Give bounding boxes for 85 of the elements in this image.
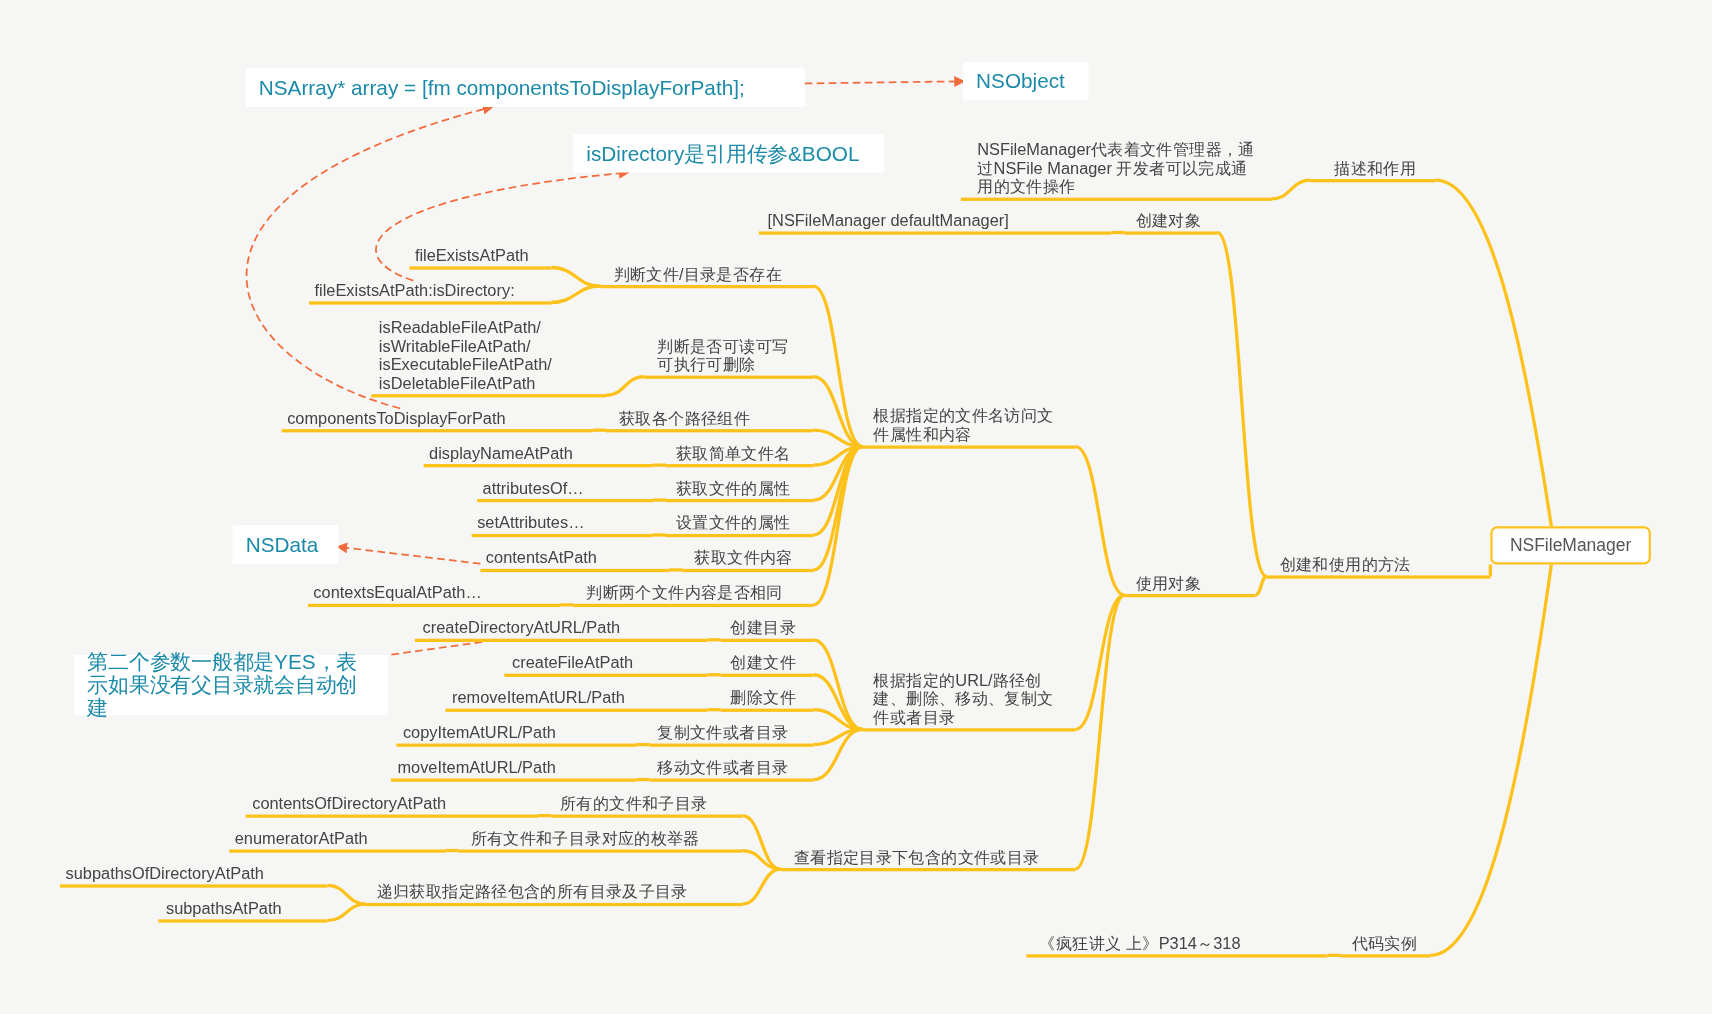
branch-label: subpathsAtPath: [158, 898, 328, 923]
callout-box: NSData: [232, 525, 339, 565]
branch-label: attributesOf…: [477, 477, 653, 502]
branch-label: fileExistsAtPath: [409, 245, 552, 270]
branch-label: 判断是否可读可写可执行可删除: [644, 335, 814, 379]
branch-label: 获取简单文件名: [666, 442, 814, 467]
branch-line: [636, 743, 650, 747]
branch-label: setAttributes…: [471, 512, 653, 537]
branch-line: [812, 284, 864, 448]
branch-line: [652, 533, 666, 537]
branch-line: [707, 708, 721, 712]
branch-label: 创建和使用的方法: [1266, 554, 1491, 579]
branch-line: [1074, 593, 1126, 871]
branch-label: 获取各个路径组件: [605, 407, 814, 432]
branch-label: 移动文件或者目录: [649, 757, 814, 782]
branch-label: 根据指定的URL/路径创建、删除、移动、复制文件或者目录: [862, 669, 1076, 731]
branch-label: 描述和作用: [1310, 157, 1436, 182]
branch-line: [327, 883, 366, 906]
branch-label: 设置文件的属性: [666, 512, 814, 537]
branch-label: subpathsOfDirectoryAtPath: [60, 863, 328, 888]
branch-line: [605, 375, 645, 397]
branch-line: [551, 284, 601, 305]
callout-box: isDirectory是引用传参&BOOL: [573, 134, 885, 173]
branch-line: [813, 727, 863, 782]
branch-label: contentsAtPath: [480, 547, 670, 572]
branch-line: [1429, 564, 1553, 957]
branch-label: 创建目录: [720, 617, 814, 642]
branch-line: [742, 848, 781, 871]
branch-line: [1216, 231, 1268, 578]
branch-label: fileExistsAtPath:isDirectory:: [309, 280, 552, 305]
branch-label: 递归获取指定路径包含的所有目录及子目录: [365, 881, 743, 906]
branch-label: 获取文件内容: [682, 547, 814, 572]
branch-label: 所有的文件和子目录: [551, 793, 743, 818]
branch-label: [NSFileManager defaultManager]: [758, 210, 1112, 235]
branch-label: 《疯狂讲义 上》P314～318: [1026, 933, 1328, 957]
branch-label: moveItemAtURL/Path: [390, 757, 637, 782]
branch-line: [1254, 575, 1268, 597]
branch-line: [812, 445, 864, 607]
branch-line: [592, 428, 606, 432]
branch-label: 使用对象: [1124, 572, 1256, 597]
code-callout: NSArray* array = [fm componentsToDisplayForPath];: [245, 67, 805, 107]
branch-label: 代码实例: [1340, 933, 1431, 957]
branch-label: 查看指定目录下包含的文件或目录: [780, 846, 1076, 871]
branch-line: [742, 867, 781, 906]
branch-label: copyItemAtURL/Path: [396, 722, 637, 747]
branch-label: 复制文件或者目录: [649, 722, 814, 747]
branch-label: 判断文件/目录是否存在: [600, 263, 814, 288]
branch-label: 获取文件的属性: [666, 477, 814, 502]
branch-label: contextsEqualAtPath…: [307, 582, 561, 607]
branch-label: displayNameAtPath: [423, 442, 653, 467]
branch-line: [636, 777, 650, 782]
branch-label: NSFileManager代表着文件管理器，通过NSFile Manager 开发者可以完成通用的文件操作: [960, 139, 1272, 201]
branch-line: [813, 673, 863, 731]
branch-label: 根据指定的文件名访问文件属性和内容: [862, 405, 1076, 449]
branch-label: isReadableFileAtPath/ isWritableFileAtPath/ isExecutableFileAtPath/ isDeletableFileAtPath: [371, 317, 606, 397]
branch-line: [1074, 445, 1126, 597]
branch-line: [1327, 953, 1341, 957]
branch-line: [1435, 178, 1553, 527]
branch-line: [327, 902, 366, 923]
branch-label: removeItemAtURL/Path: [445, 687, 708, 712]
callout-box: NSObject: [963, 62, 1089, 101]
root-box: NSFileManager: [1490, 526, 1651, 565]
branch-label: createFileAtPath: [504, 652, 708, 677]
branch-line: [1271, 178, 1311, 201]
branch-label: 删除文件: [720, 687, 814, 712]
branch-label: 创建对象: [1124, 210, 1218, 235]
branch-line: [812, 638, 864, 731]
branch-label: enumeratorAtPath: [229, 828, 446, 853]
branch-line: [652, 463, 666, 467]
branch-label: componentsToDisplayForPath: [281, 407, 593, 432]
branch-line: [445, 848, 459, 853]
branch-line: [1488, 564, 1492, 577]
branch-label: 所有文件和子目录对应的枚举器: [458, 828, 743, 853]
branch-line: [538, 813, 552, 818]
branch-label: 创建文件: [720, 652, 814, 677]
branch-line: [551, 265, 601, 288]
branch-label: createDirectoryAtURL/Path: [414, 617, 708, 642]
branch-line: [669, 568, 683, 572]
branch-line: [707, 673, 721, 677]
branch-line: [707, 638, 721, 642]
branch-line: [1111, 230, 1125, 235]
branch-line: [652, 498, 666, 502]
branch-label: 判断两个文件内容是否相同: [573, 582, 814, 607]
branch-label: contentsOfDirectoryAtPath: [245, 793, 539, 818]
branch-line: [560, 603, 574, 607]
